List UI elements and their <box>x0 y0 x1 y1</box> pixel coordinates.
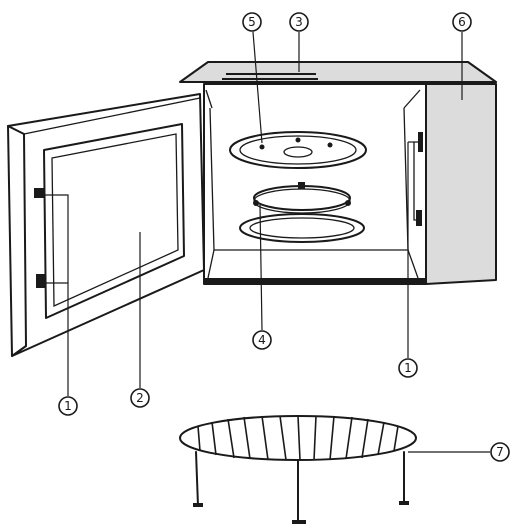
svg-text:6: 6 <box>458 15 466 29</box>
grill-rack <box>179 415 417 524</box>
door-inner-frame <box>43 123 185 319</box>
svg-text:1: 1 <box>404 361 412 375</box>
top-panel <box>179 61 497 83</box>
door-hook-top <box>34 188 44 198</box>
svg-text:5: 5 <box>248 15 256 29</box>
callout-2: 2 <box>130 388 150 408</box>
svg-text:4: 4 <box>258 333 266 347</box>
microwave-door <box>7 93 205 357</box>
floor-coupler <box>239 213 365 243</box>
roller-ring <box>253 182 351 214</box>
door-hook-bottom <box>36 274 46 288</box>
svg-text:3: 3 <box>295 15 303 29</box>
callout-5: 5 <box>242 12 262 32</box>
callout-1-right: 1 <box>398 358 418 378</box>
svg-text:1: 1 <box>64 399 72 413</box>
control-panel <box>425 83 497 285</box>
callout-6: 6 <box>452 12 472 32</box>
door-latch-slot-bottom <box>416 210 422 226</box>
cavity-bottom-lip <box>204 278 426 284</box>
microwave-body <box>179 61 497 285</box>
front-frame <box>203 83 427 285</box>
glass-tray <box>229 131 367 169</box>
svg-text:7: 7 <box>496 445 504 459</box>
callout-1-left: 1 <box>58 396 78 416</box>
door-outer <box>7 93 205 357</box>
door-glass-window <box>51 133 179 308</box>
leader-lines <box>40 31 490 453</box>
callout-3: 3 <box>289 12 309 32</box>
cavity-back <box>209 107 409 251</box>
callout-7: 7 <box>490 442 510 462</box>
door-latch-slot-top <box>418 132 423 152</box>
svg-text:2: 2 <box>136 391 144 405</box>
callout-4: 4 <box>252 330 272 350</box>
